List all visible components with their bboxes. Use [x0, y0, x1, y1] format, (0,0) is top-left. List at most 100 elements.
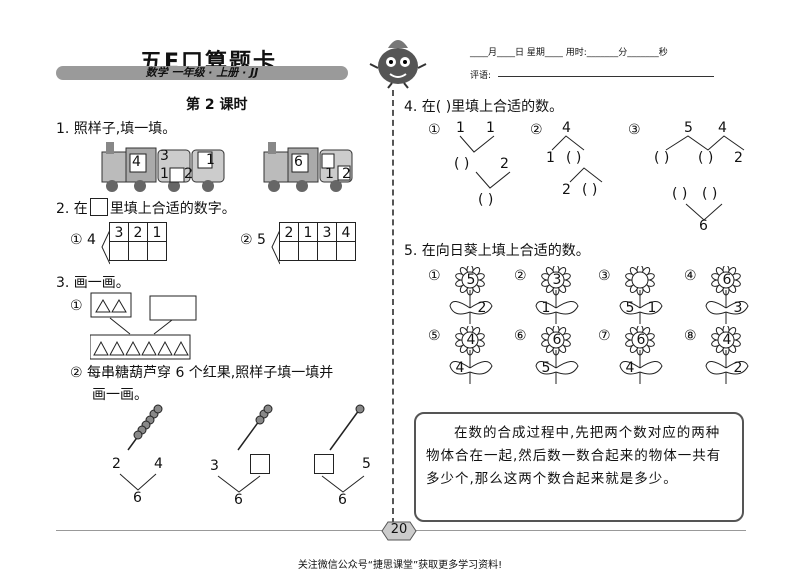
cell: 1 — [298, 222, 318, 242]
lesson-title: 第 2 课时 — [186, 97, 248, 113]
blank-paren[interactable]: ( ) — [672, 186, 688, 202]
flower-top: 6 — [722, 272, 732, 288]
train-2 — [263, 142, 353, 192]
q3-item2-cont: 画一画。 — [92, 387, 148, 403]
q4p3-d: 6 — [699, 218, 708, 234]
answer-box[interactable] — [314, 454, 334, 474]
flower-left: 5 — [541, 360, 551, 376]
tree3-right: 5 — [362, 456, 371, 472]
flower-index: ③ — [598, 268, 611, 284]
q2-label-post: 里填上合适的数字。 — [109, 201, 236, 217]
tip-box: 在数的合成过程中,先把两个数对应的两种物体合在一起,然后数一数合起来的物体一共有… — [414, 412, 744, 522]
flower-right: 1 — [647, 300, 657, 316]
tree1-bottom: 6 — [133, 490, 142, 506]
cell-blank[interactable] — [298, 241, 318, 261]
triangle-drawing — [90, 292, 197, 360]
mascot-icon — [369, 40, 427, 89]
review-label: 评语: — [470, 71, 492, 81]
q2-label: 2. 在里填上合适的数字。 — [56, 198, 236, 218]
flower-left: 1 — [541, 300, 551, 316]
flower-index: ⑦ — [598, 328, 611, 344]
column-divider — [392, 90, 394, 524]
cell: 4 — [336, 222, 356, 242]
flower-left: 4 — [455, 360, 465, 376]
cell-blank[interactable] — [317, 241, 337, 261]
blank-paren[interactable]: ( ) — [698, 150, 714, 166]
q4p1-a: 1 — [456, 120, 465, 136]
sunflower-icon — [535, 266, 579, 324]
answer-box[interactable] — [250, 454, 270, 474]
bracket — [271, 229, 280, 265]
q4p3-b: 4 — [718, 120, 727, 136]
flower-top: 5 — [466, 272, 476, 288]
cell-blank[interactable] — [109, 241, 129, 261]
tree-branch — [321, 475, 365, 493]
tree2-bottom: 6 — [234, 492, 243, 508]
flower-top: 6 — [636, 332, 646, 348]
cell-blank[interactable] — [279, 241, 299, 261]
train-1 — [101, 142, 225, 192]
cell-blank[interactable] — [336, 241, 356, 261]
blank-box — [89, 198, 108, 216]
flower-index: ④ — [684, 268, 697, 284]
sunflower-icon — [449, 266, 493, 324]
skewer-icon — [127, 404, 163, 451]
cell: 3 — [317, 222, 337, 242]
blank-paren[interactable]: ( ) — [478, 192, 494, 208]
cell: 2 — [279, 222, 299, 242]
flower-right: 2 — [477, 300, 487, 316]
q4p2-a: 4 — [562, 120, 571, 136]
page-badge — [381, 521, 417, 541]
tree-branch — [569, 167, 603, 183]
blank-paren[interactable]: ( ) — [654, 150, 670, 166]
q4-index-2: ② — [530, 122, 543, 138]
q2b-number: 5 — [257, 232, 266, 248]
q1-label: 1. 照样子,填一填。 — [56, 121, 177, 137]
blank-paren[interactable]: ( ) — [582, 182, 598, 198]
flower-index: ⑥ — [514, 328, 527, 344]
q4-index-3: ③ — [628, 122, 641, 138]
bracket — [101, 229, 110, 265]
flower-left: 4 — [625, 360, 635, 376]
q4p3-a: 5 — [684, 120, 693, 136]
tree-branch — [459, 135, 495, 153]
q3-item2: ② 每串糖葫芦穿 6 个红果,照样子填一填并 — [70, 365, 334, 381]
train1-num: 1 — [206, 152, 215, 168]
flower-index: ⑤ — [428, 328, 441, 344]
blank-paren[interactable]: ( ) — [566, 150, 582, 166]
cell-blank[interactable] — [147, 241, 167, 261]
date-line: ____月____日 星期____ 用时:_______分_______秒 — [470, 48, 668, 58]
tree-branch — [685, 203, 723, 221]
skewer-icon — [329, 404, 365, 451]
train2-num: 2 — [342, 166, 351, 182]
train1-num: 4 — [132, 154, 141, 170]
tree-branch — [475, 171, 511, 189]
q4p2-c: 2 — [562, 182, 571, 198]
subject-bar: 数学 一年级 · 上册 · JJ — [56, 66, 348, 80]
train1-num: 1 — [160, 166, 169, 182]
sunflower-icon — [705, 326, 749, 384]
page-number: 20 — [390, 522, 408, 537]
q2a-index: ① — [70, 232, 83, 248]
train1-num: 2 — [184, 166, 193, 182]
sunflower-icon — [449, 326, 493, 384]
q2b-index: ② — [240, 232, 253, 248]
tree-branch — [665, 135, 745, 151]
flower-top: 6 — [552, 332, 562, 348]
q5-label: 5. 在向日葵上填上合适的数。 — [404, 243, 590, 259]
tree1-left: 2 — [112, 456, 121, 472]
flower-index: ① — [428, 268, 441, 284]
q2a: ① 4 — [70, 232, 96, 248]
flower-left: 5 — [625, 300, 635, 316]
q2b: ② 5 — [240, 232, 266, 248]
review-line — [498, 76, 714, 77]
blank-paren[interactable]: ( ) — [454, 156, 470, 172]
sunflower-icon — [535, 326, 579, 384]
cell: 2 — [128, 222, 148, 242]
skewer-icon — [237, 404, 273, 451]
tree-branch — [217, 475, 261, 493]
cell-blank[interactable] — [128, 241, 148, 261]
blank-paren[interactable]: ( ) — [702, 186, 718, 202]
